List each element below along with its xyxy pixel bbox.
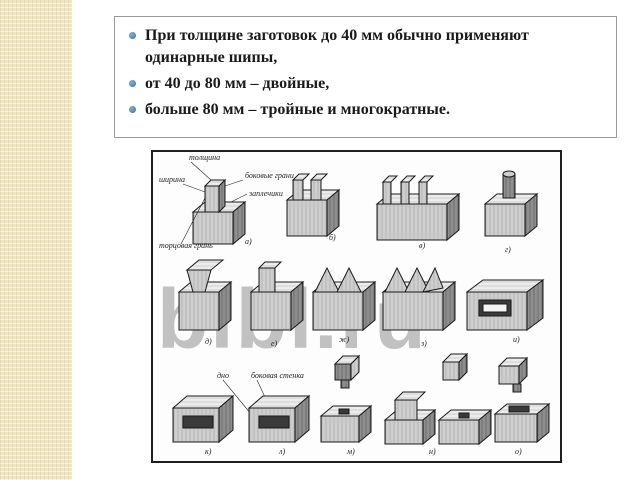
socket-square-2 — [437, 408, 493, 446]
callout-shoulders: заплечики — [248, 189, 283, 198]
part-letter: г) — [505, 245, 511, 254]
part-letter: о) — [515, 447, 522, 456]
part-letter: л) — [278, 447, 285, 456]
bullet-text: больше 80 мм – тройные и многократные. — [145, 101, 450, 118]
part-letter: е) — [271, 339, 278, 348]
socket-open-top — [493, 402, 551, 444]
callout-side-faces: боковые грани — [245, 171, 294, 180]
bullet-dot-icon — [129, 32, 136, 39]
part-letter: к) — [205, 447, 212, 456]
bullet-dot-icon — [129, 106, 136, 113]
tenon-short-block — [441, 352, 469, 382]
bullet-item: больше 80 мм – тройные и многократные. — [129, 99, 610, 121]
tenon-wedge-triple — [381, 266, 457, 332]
callout-leaders — [180, 161, 248, 245]
callout-end-face: торцовая грань — [159, 241, 213, 250]
bullet-item: При толщине заготовок до 40 мм обычно пр… — [129, 25, 610, 69]
bullet-dot-icon — [129, 80, 136, 87]
part-letter: д) — [205, 337, 212, 346]
socket-square — [319, 404, 373, 444]
mortise-closed — [465, 279, 545, 331]
callout-width: ширина — [159, 175, 185, 184]
tenon-diagram: bibl.ru толщина ширина боковые грани зап… — [157, 153, 551, 456]
bullet-list: При толщине заготовок до 40 мм обычно пр… — [115, 17, 616, 121]
part-letter: и) — [513, 335, 520, 344]
bullet-text: от 40 до 80 мм – двойные, — [145, 75, 330, 92]
block-stepped — [383, 391, 437, 446]
part-letter: ж) — [339, 335, 349, 344]
part-letter: б) — [329, 233, 336, 242]
tenon-triple — [375, 175, 461, 242]
decorative-side-strip — [0, 0, 72, 480]
tenon-short-cube — [333, 354, 361, 389]
bullet-text-box: При толщине заготовок до 40 мм обычно пр… — [114, 16, 617, 138]
part-letter: з) — [420, 339, 427, 348]
tenon-double — [285, 173, 341, 238]
tenon-short-hook — [497, 356, 529, 393]
bullet-text: При толщине заготовок до 40 мм обычно пр… — [145, 27, 529, 66]
slot-open-1 — [171, 394, 235, 444]
tenon-slot-cut — [249, 261, 305, 332]
part-letter: в) — [419, 241, 425, 250]
callout-thickness: толщина — [189, 153, 220, 162]
tenon-types-figure: bibl.ru толщина ширина боковые грани зап… — [151, 150, 562, 463]
tenon-round-dowel — [483, 170, 539, 238]
tenon-dovetail — [177, 259, 233, 332]
callout-bottom: дно — [217, 371, 229, 380]
tenon-single — [191, 178, 247, 246]
part-letter: а) — [245, 237, 252, 246]
tenon-wedge-double — [311, 266, 377, 332]
part-letter: н) — [429, 447, 436, 456]
bullet-item: от 40 до 80 мм – двойные, — [129, 73, 610, 95]
part-letter: м) — [346, 447, 355, 456]
callout-side-wall: боковая стенка — [251, 371, 304, 380]
slot-open-2 — [247, 394, 311, 444]
